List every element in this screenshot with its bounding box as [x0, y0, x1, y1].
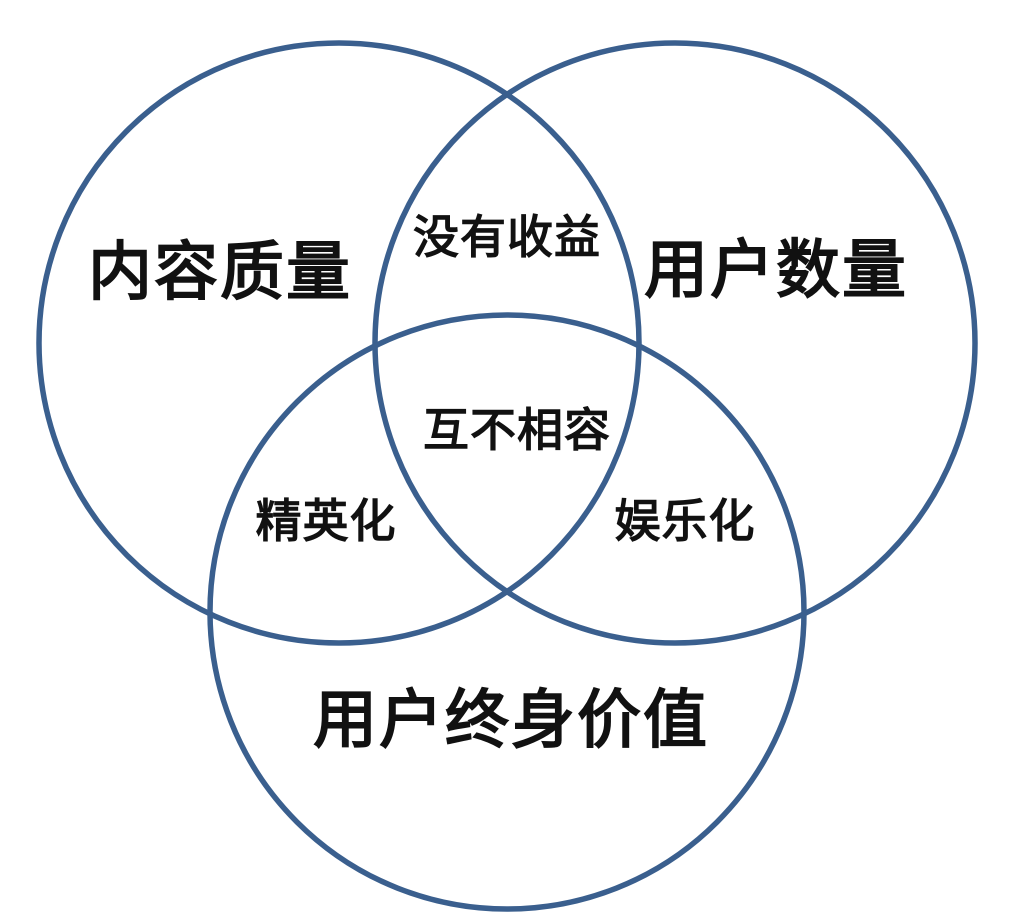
- intersection-label-entertainmentization: 娱乐化: [614, 494, 756, 548]
- circle-content-quality: [36, 40, 642, 646]
- set-label-content-quality: 内容质量: [88, 236, 352, 310]
- intersection-label-mutually-incompatible: 互不相容: [423, 403, 611, 457]
- circle-user-lifetime-value: [207, 312, 807, 912]
- circle-user-quantity: [372, 40, 978, 646]
- intersection-label-no-revenue: 没有收益: [413, 210, 601, 264]
- set-label-user-lifetime-value: 用户终身价值: [313, 684, 709, 758]
- intersection-label-elitization: 精英化: [255, 494, 397, 548]
- set-label-user-quantity: 用户数量: [644, 234, 908, 308]
